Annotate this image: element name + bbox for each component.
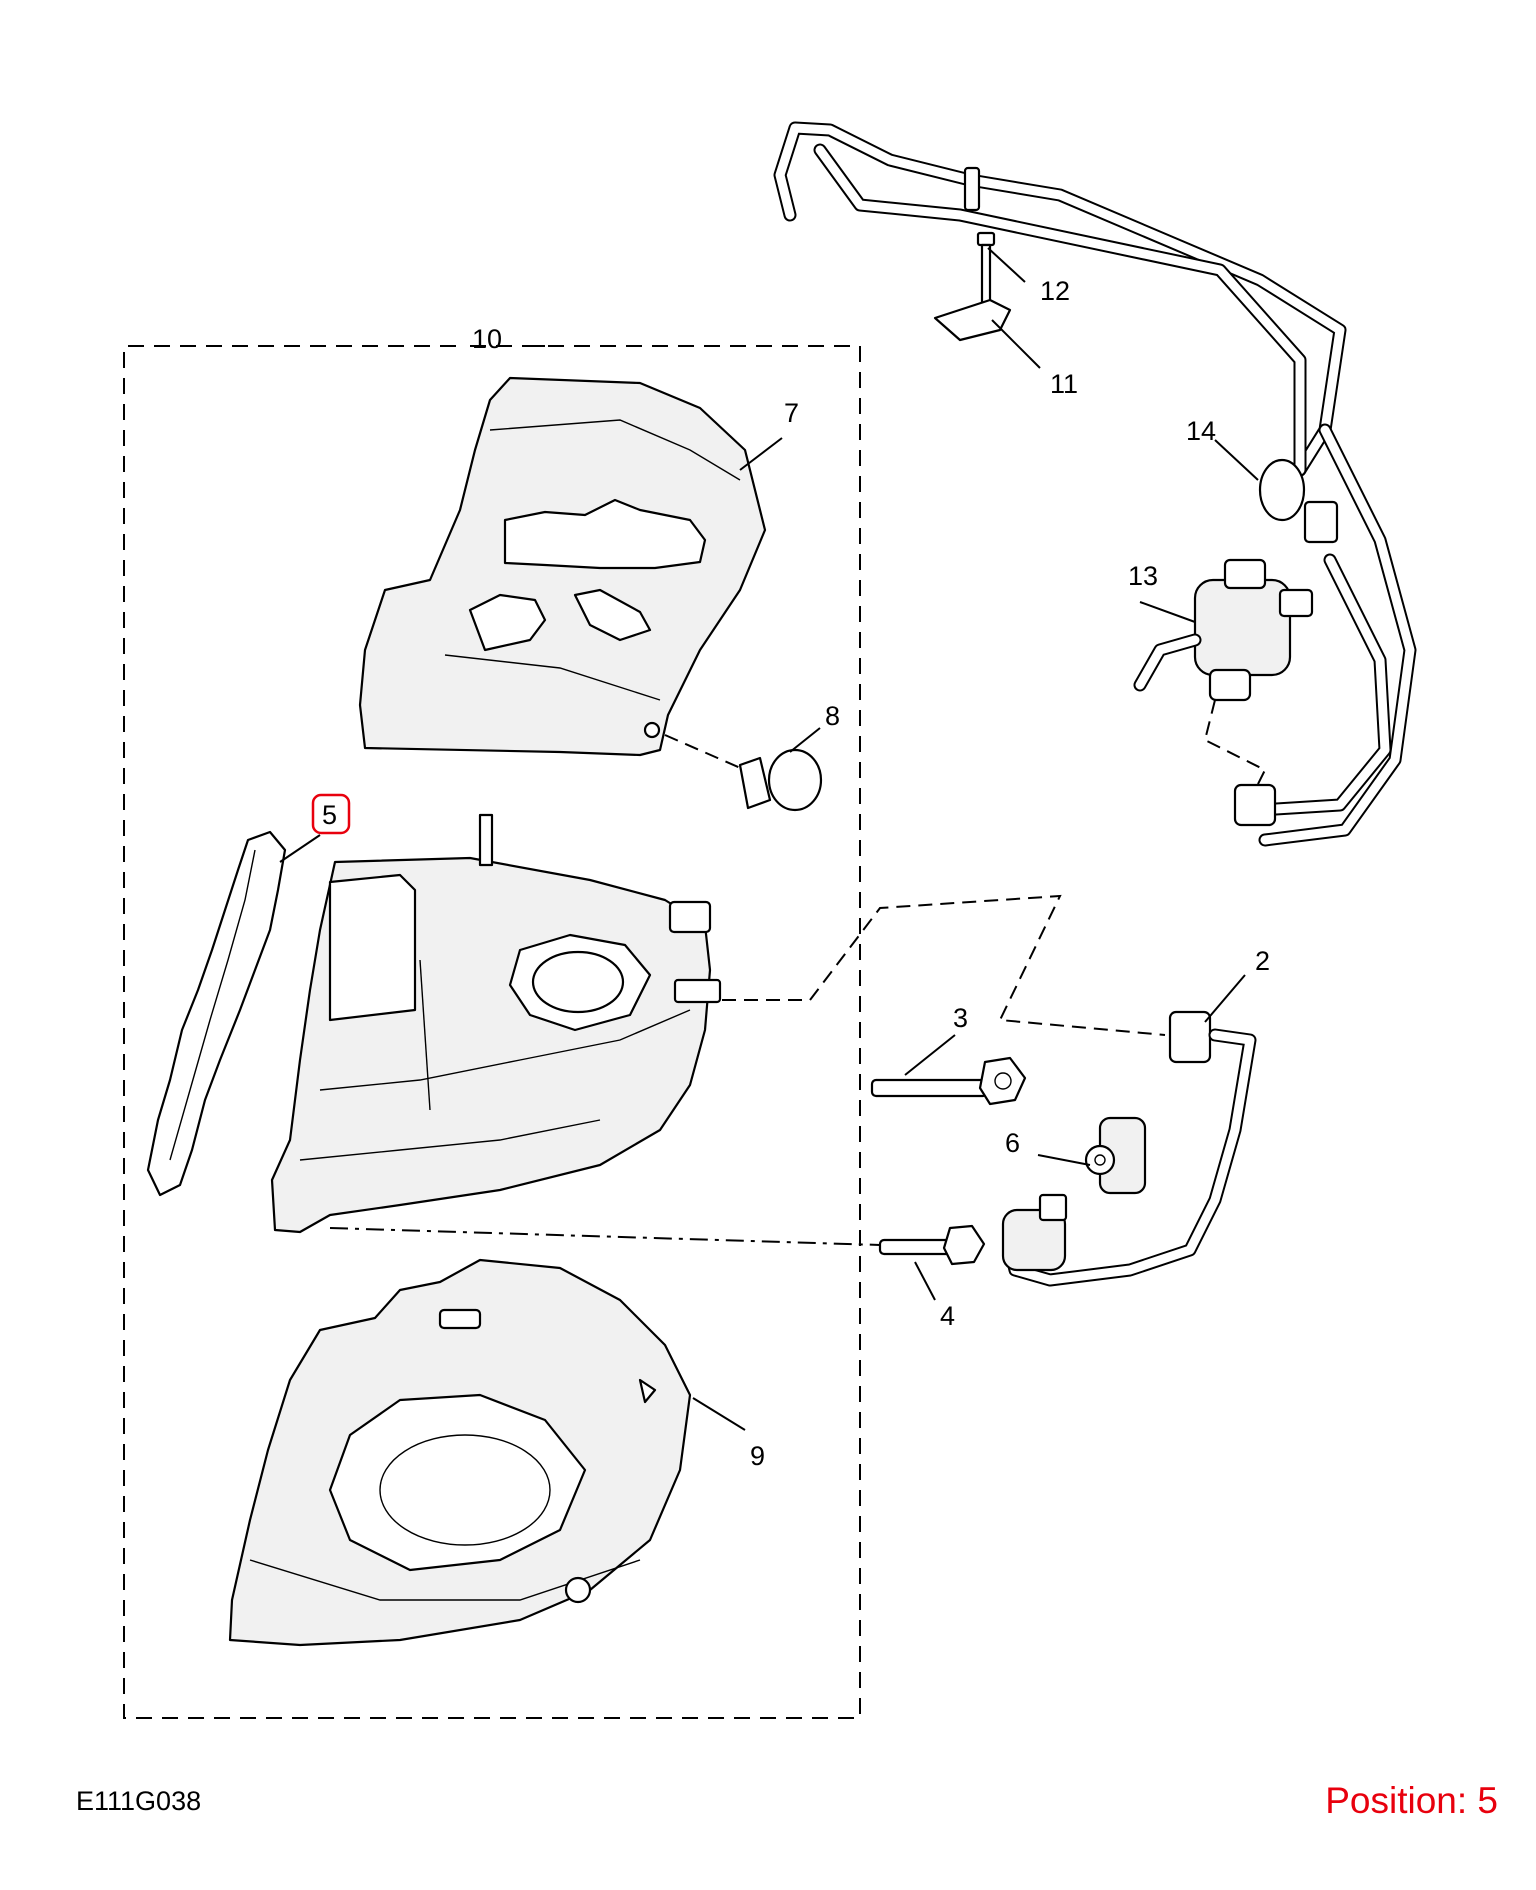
hose-end-cap — [1258, 458, 1306, 522]
hose-clip — [963, 166, 981, 212]
selected-position-readout: Position: 5 — [1325, 1780, 1498, 1821]
fastener-dash — [664, 734, 746, 771]
callout-4: 4 — [940, 1301, 955, 1331]
lower-engine-cover — [228, 1258, 692, 1647]
pressure-sensor — [1001, 1193, 1068, 1272]
valve-connection-dash — [1203, 699, 1267, 791]
bracket-bolt — [976, 231, 996, 307]
push-clip-fastener — [738, 748, 823, 812]
callout-2: 2 — [1255, 946, 1270, 976]
vapour-hose-assembly — [773, 121, 1417, 847]
callout-6: 6 — [1005, 1128, 1020, 1158]
solenoid-valve — [1084, 1116, 1147, 1195]
bolt4-alignment-line — [329, 1227, 881, 1246]
callout-12: 12 — [1040, 276, 1070, 306]
selected-callout-highlight — [311, 793, 351, 835]
callout-5[interactable]: 5 — [322, 800, 337, 830]
callout-13: 13 — [1128, 561, 1158, 591]
bolt-short — [878, 1224, 986, 1266]
callout-leaders — [279, 247, 1259, 1431]
hose-quick-connector — [1303, 500, 1339, 544]
connector-hose — [1003, 1010, 1257, 1287]
callout-11: 11 — [1050, 369, 1078, 399]
callout-14: 14 — [1186, 416, 1216, 446]
callout-10: 10 — [472, 324, 502, 354]
hose-lower-connector — [1233, 783, 1277, 827]
callout-3: 3 — [953, 1003, 968, 1033]
intake-manifold-gasket — [146, 830, 287, 1197]
callout-9: 9 — [750, 1441, 765, 1471]
manifold-connection-dash — [722, 894, 1166, 1036]
intake-manifold — [270, 813, 722, 1234]
diagram-reference-code: E111G038 — [76, 1786, 202, 1816]
callout-8: 8 — [825, 701, 840, 731]
upper-engine-cover — [358, 376, 767, 757]
purge-valve — [1133, 558, 1314, 702]
bolt-long — [870, 1056, 1027, 1106]
mounting-bracket — [933, 298, 1012, 342]
assembly-group-frame — [123, 345, 861, 1719]
callout-7: 7 — [784, 398, 799, 428]
